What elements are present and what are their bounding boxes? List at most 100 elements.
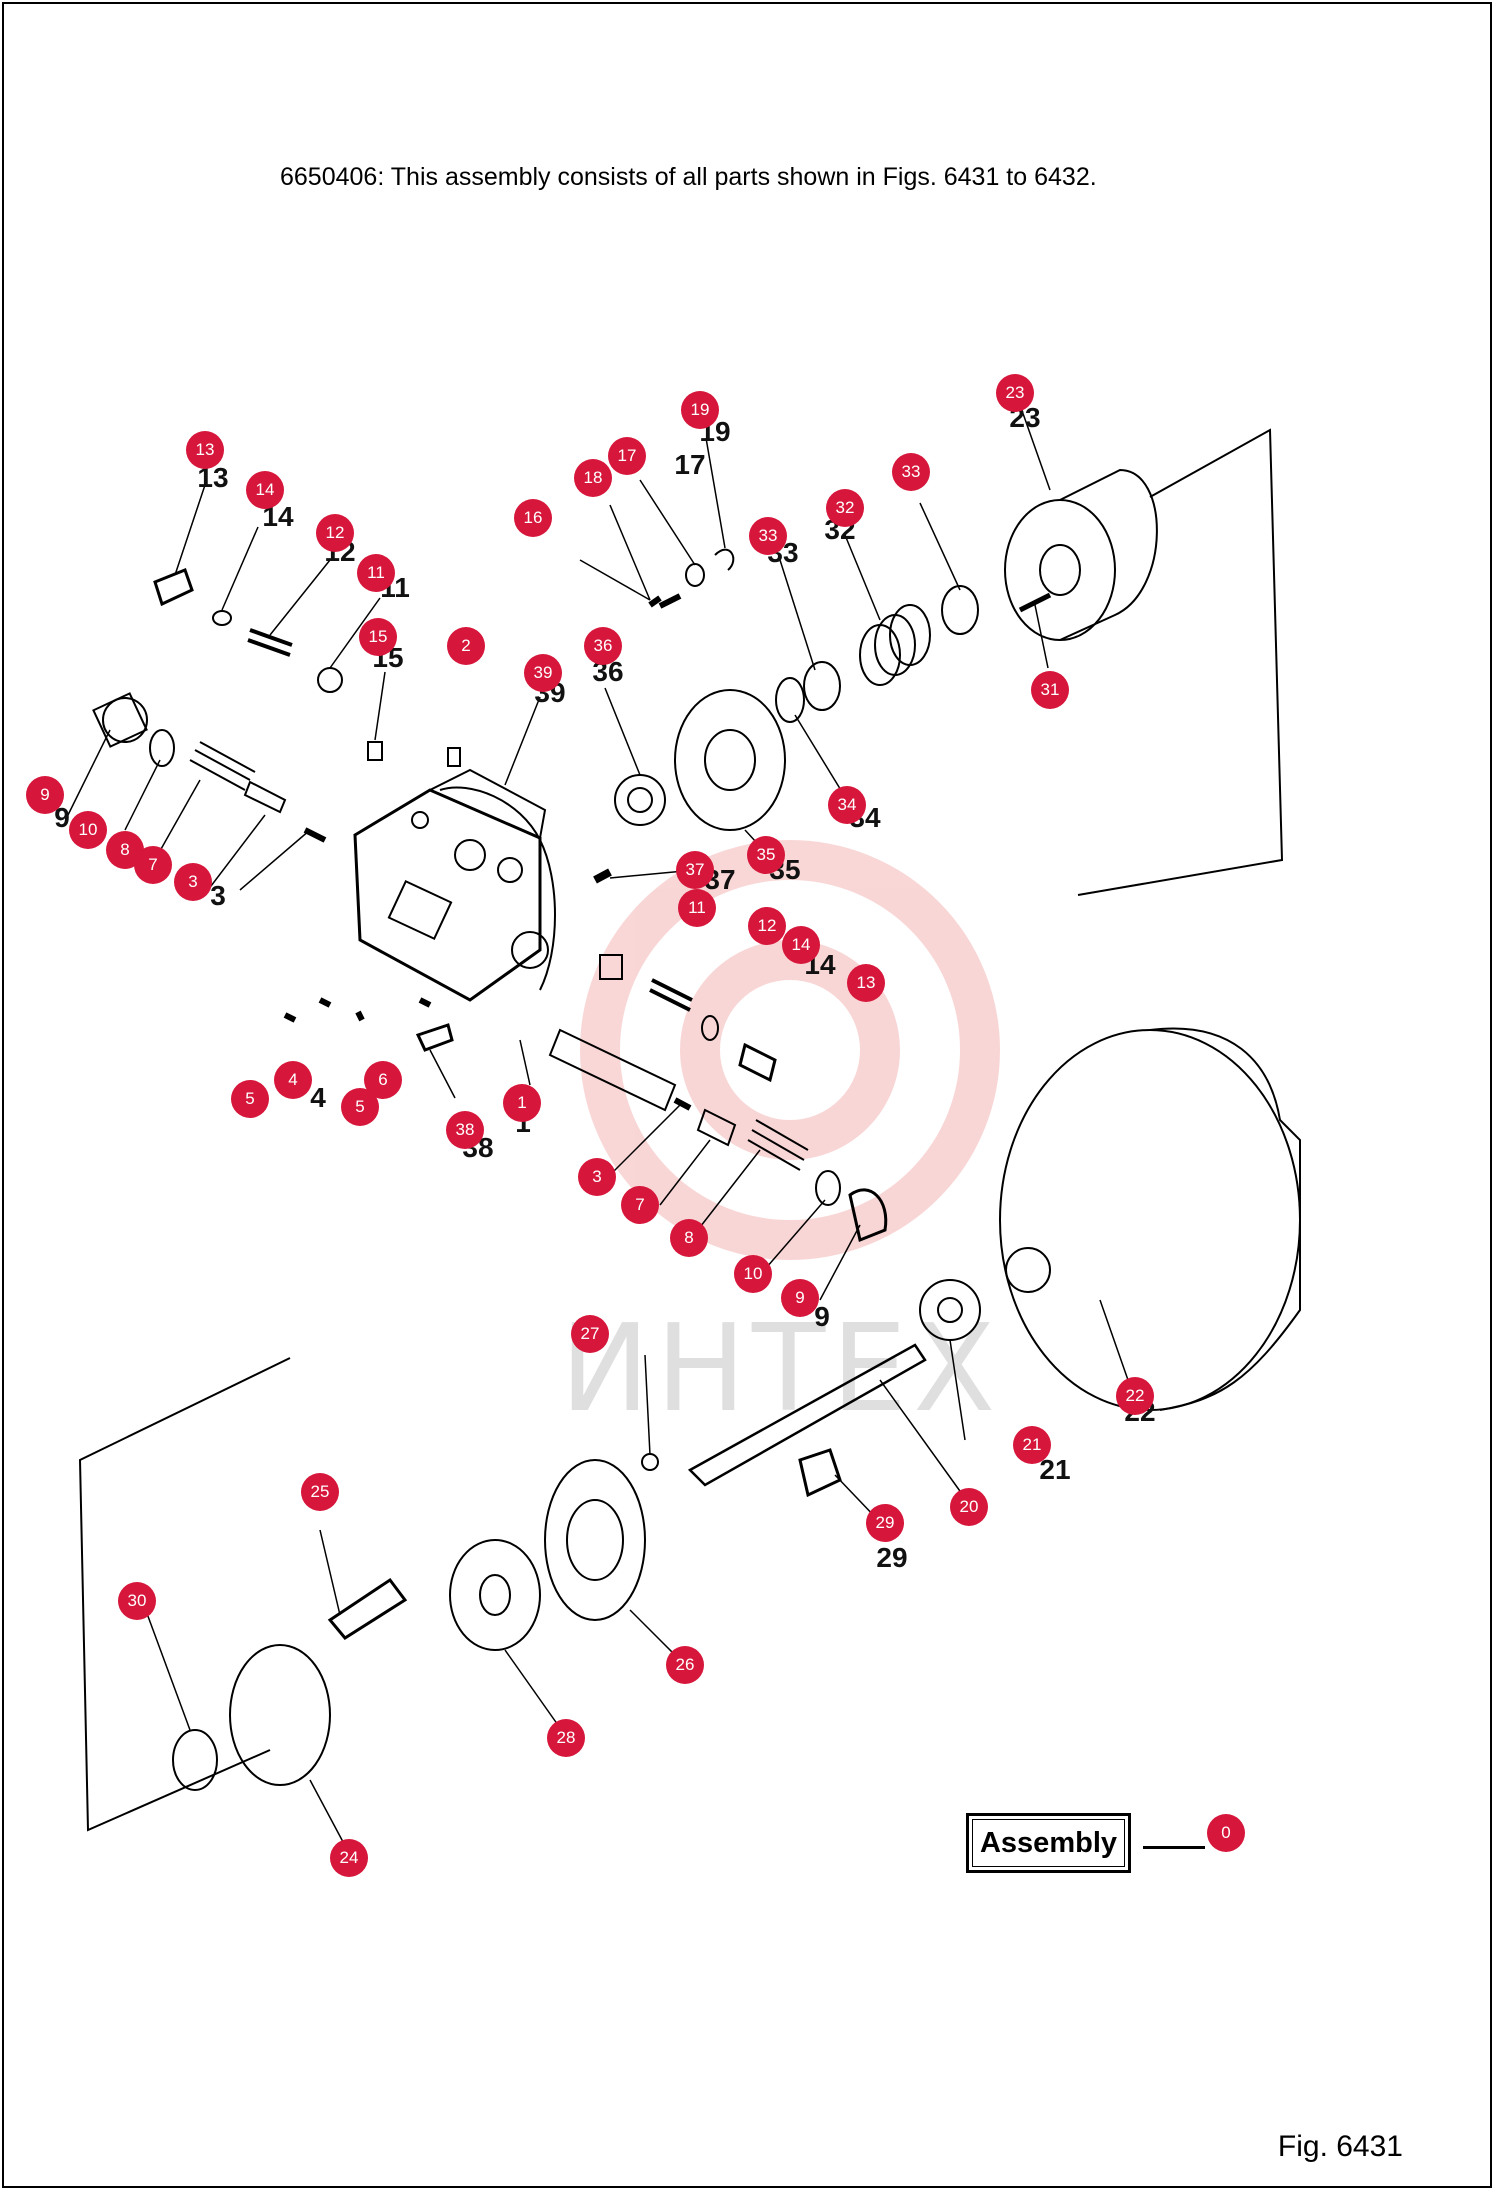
part-small-4-5-6 <box>283 997 432 1023</box>
part-number-label: 29 <box>876 1542 908 1573</box>
callout-35[interactable]: 35 <box>747 836 785 874</box>
callout-16[interactable]: 16 <box>514 499 552 537</box>
callout-6[interactable]: 6 <box>364 1061 402 1099</box>
callout-9[interactable]: 9 <box>781 1279 819 1317</box>
part-number-label: 9 <box>814 1301 830 1332</box>
callout-29[interactable]: 29 <box>866 1504 904 1542</box>
part-pin-31 <box>1018 592 1052 613</box>
callout-38[interactable]: 38 <box>446 1111 484 1149</box>
callout-10[interactable]: 10 <box>69 811 107 849</box>
watermark-gear <box>580 840 1000 1260</box>
part-number-label: 3 <box>210 880 226 911</box>
part-casing-22 <box>999 1027 1301 1411</box>
callout-10[interactable]: 10 <box>734 1255 772 1293</box>
part-number-label: 4 <box>310 1082 326 1113</box>
part-15-top <box>367 741 383 761</box>
callout-15[interactable]: 15 <box>359 618 397 656</box>
callout-assembly[interactable]: 0 <box>1207 1814 1245 1852</box>
callout-3[interactable]: 3 <box>578 1158 616 1196</box>
frame-line-right <box>1077 428 1284 896</box>
part-12-right <box>649 978 693 1012</box>
callout-14[interactable]: 14 <box>782 926 820 964</box>
part-27 <box>641 1453 659 1471</box>
part-housing-23 <box>1004 468 1158 641</box>
assembly-caption: 6650406: This assembly consists of all p… <box>280 163 1097 191</box>
part-washer-33a <box>803 661 841 711</box>
part-11-right <box>599 954 623 980</box>
callout-5[interactable]: 5 <box>341 1088 379 1126</box>
part-13-top <box>153 568 194 607</box>
part-8-right <box>747 1119 809 1171</box>
part-plate-28 <box>449 1539 541 1651</box>
part-14-top <box>212 610 232 626</box>
part-38 <box>415 1023 454 1052</box>
callout-18[interactable]: 18 <box>574 459 612 497</box>
callout-24[interactable]: 24 <box>330 1839 368 1877</box>
part-12-top <box>247 628 293 657</box>
callout-12[interactable]: 12 <box>748 907 786 945</box>
callout-1[interactable]: 1 <box>503 1084 541 1122</box>
part-plate-35 <box>674 689 786 831</box>
callout-34[interactable]: 34 <box>828 786 866 824</box>
part-29 <box>798 1448 842 1498</box>
callout-27[interactable]: 27 <box>571 1315 609 1353</box>
figure-number: Fig. 6431 <box>1277 2130 1403 2163</box>
callout-7[interactable]: 7 <box>621 1186 659 1224</box>
part-plate-24 <box>229 1644 331 1786</box>
part-37 <box>593 868 612 884</box>
callout-33[interactable]: 33 <box>749 517 787 555</box>
part-bearing-21-b <box>1005 1247 1051 1293</box>
callout-5[interactable]: 5 <box>231 1080 269 1118</box>
callout-30[interactable]: 30 <box>118 1582 156 1620</box>
callout-23[interactable]: 23 <box>996 374 1034 412</box>
callout-26[interactable]: 26 <box>666 1646 704 1684</box>
callout-39[interactable]: 39 <box>524 654 562 692</box>
assembly-box[interactable]: Assembly <box>966 1813 1131 1873</box>
frame-line-left <box>78 1357 291 1832</box>
part-bearing-36 <box>614 774 666 826</box>
callout-19[interactable]: 19 <box>681 391 719 429</box>
callout-20[interactable]: 20 <box>950 1488 988 1526</box>
callout-3[interactable]: 3 <box>174 863 212 901</box>
part-bearing-30 <box>172 1729 218 1791</box>
part-11-top <box>317 667 343 693</box>
callout-11[interactable]: 11 <box>678 889 716 927</box>
callout-31[interactable]: 31 <box>1031 671 1069 709</box>
callout-37[interactable]: 37 <box>676 851 714 889</box>
part-block-26 <box>544 1459 646 1621</box>
callout-36[interactable]: 36 <box>584 627 622 665</box>
part-7-right <box>696 1108 737 1147</box>
part-number-label: 17 <box>674 449 706 480</box>
part-17-top <box>685 563 705 587</box>
part-number-label: 9 <box>54 802 70 833</box>
callout-2[interactable]: 2 <box>447 627 485 665</box>
callout-11[interactable]: 11 <box>357 554 395 592</box>
callout-33[interactable]: 33 <box>892 453 930 491</box>
callout-13[interactable]: 13 <box>847 964 885 1002</box>
part-oring-10-left <box>149 729 175 767</box>
part-bearing-21-a <box>919 1279 981 1341</box>
callout-21[interactable]: 21 <box>1013 1426 1051 1464</box>
callout-4[interactable]: 4 <box>274 1061 312 1099</box>
valve-body <box>353 768 556 1002</box>
part-pin-25 <box>327 1577 408 1640</box>
part-19-top <box>714 548 735 571</box>
part-9-right <box>848 1188 888 1243</box>
part-16-top <box>658 593 682 609</box>
callout-7[interactable]: 7 <box>134 846 172 884</box>
part-18-top <box>648 595 662 608</box>
callout-32[interactable]: 32 <box>826 489 864 527</box>
callout-12[interactable]: 12 <box>316 514 354 552</box>
callout-22[interactable]: 22 <box>1116 1377 1154 1415</box>
callout-28[interactable]: 28 <box>547 1719 585 1757</box>
callout-17[interactable]: 17 <box>608 437 646 475</box>
callout-25[interactable]: 25 <box>301 1473 339 1511</box>
callout-8[interactable]: 8 <box>670 1219 708 1257</box>
callout-9[interactable]: 9 <box>26 776 64 814</box>
callout-13[interactable]: 13 <box>186 431 224 469</box>
part-spring-32 <box>859 604 931 686</box>
part-plug-9-left <box>92 692 148 748</box>
assembly-leader <box>1143 1846 1205 1849</box>
part-14-right <box>701 1015 719 1041</box>
callout-14[interactable]: 14 <box>246 471 284 509</box>
